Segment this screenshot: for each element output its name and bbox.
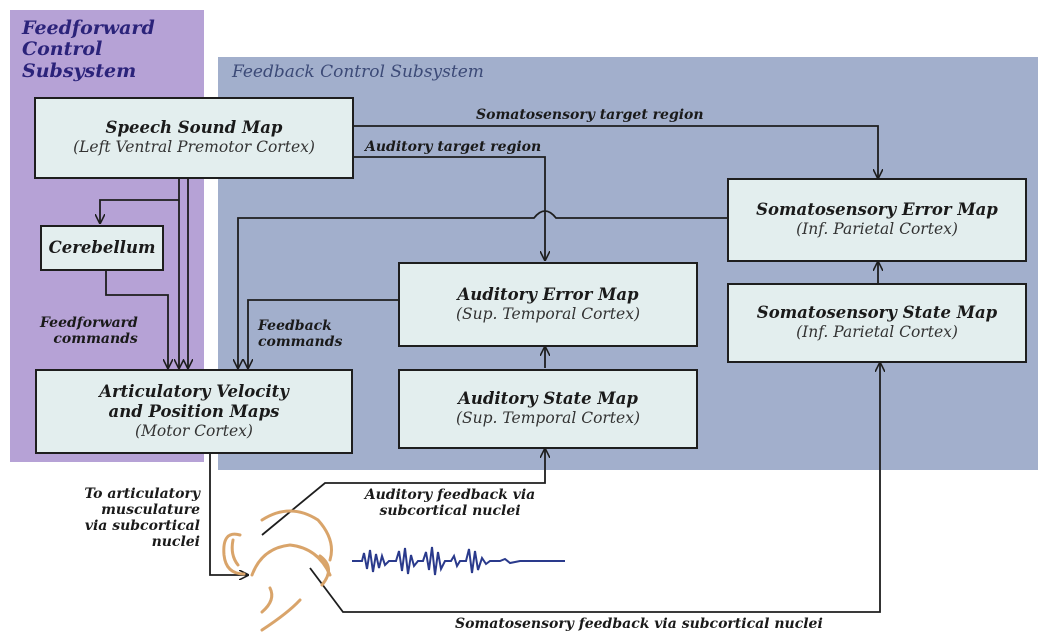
to-articulatory-line: musculature — [101, 502, 200, 519]
feedback-commands-line: Feedback — [258, 318, 332, 334]
auditory-feedback-arrow — [261, 449, 545, 536]
auditory-error-map-box: Auditory Error Map (Sup. Temporal Cortex… — [398, 262, 698, 347]
articulatory-maps-title-line: Articulatory Velocity — [99, 382, 289, 402]
auditory-state-map-title: Auditory State Map — [458, 389, 638, 409]
cerebellum-title: Cerebellum — [48, 238, 156, 258]
speech-sound-map-box: Speech Sound Map (Left Ventral Premotor … — [34, 97, 354, 179]
articulatory-maps-subtitle: (Motor Cortex) — [135, 421, 253, 440]
speaker-head-illustration — [222, 509, 333, 632]
articulatory-maps-title-line: and Position Maps — [108, 401, 280, 421]
feedforward-commands-line: Feedforward — [40, 315, 138, 331]
speech-sound-map-title: Speech Sound Map — [105, 118, 283, 138]
somatosensory-target-arrow — [352, 125, 878, 178]
auditory-feedback-line: subcortical nuclei — [379, 503, 521, 520]
auditory-target-arrow — [352, 156, 545, 260]
somatosensory-target-label: Somatosensory target region — [476, 107, 704, 123]
to-articulatory-line: To articulatory — [84, 486, 200, 502]
feedforward-title-line: Subsystem — [22, 59, 137, 82]
somatosensory-feedback-label: Somatosensory feedback via subcortical n… — [455, 616, 823, 632]
auditory-error-map-subtitle: (Sup. Temporal Cortex) — [455, 304, 640, 323]
sound-waveform — [352, 546, 565, 576]
articulatory-maps-box: Articulatory Velocity and Position Maps … — [35, 369, 353, 454]
somatosensory-state-map-box: Somatosensory State Map (Inf. Parietal C… — [727, 283, 1027, 363]
auditory-error-feedback-arrow — [248, 299, 398, 368]
somatosensory-feedback-arrow — [309, 363, 880, 613]
auditory-state-map-subtitle: (Sup. Temporal Cortex) — [455, 409, 640, 428]
to-articulatory-label: To articulatory musculature via subcorti… — [52, 486, 200, 550]
somatosensory-error-map-box: Somatosensory Error Map (Inf. Parietal C… — [727, 178, 1027, 262]
to-articulatory-line: nuclei — [151, 534, 200, 551]
feedback-subsystem-title: Feedback Control Subsystem — [232, 62, 484, 82]
somatosensory-state-map-title: Somatosensory State Map — [756, 303, 998, 323]
somatosensory-error-map-subtitle: (Inf. Parietal Cortex) — [796, 220, 958, 239]
cerebellum-box: Cerebellum — [40, 225, 164, 271]
auditory-feedback-line: Auditory feedback via — [364, 487, 536, 503]
to-articulatory-line: via subcortical — [84, 518, 200, 535]
feedforward-subsystem-title: Feedforward Control Subsystem — [22, 17, 155, 82]
ssm-to-cerebellum-arrow — [100, 199, 179, 223]
somatosensory-state-map-subtitle: (Inf. Parietal Cortex) — [796, 323, 958, 342]
motor-output-arrow — [209, 450, 248, 575]
auditory-feedback-label: Auditory feedback via subcortical nuclei — [340, 487, 560, 519]
feedforward-title-line: Feedforward — [22, 17, 155, 39]
feedforward-title-line: Control — [22, 38, 103, 61]
auditory-error-map-title: Auditory Error Map — [457, 284, 639, 304]
feedback-commands-line: commands — [258, 334, 343, 351]
speech-sound-map-subtitle: (Left Ventral Premotor Cortex) — [73, 138, 315, 157]
somatosensory-error-map-title: Somatosensory Error Map — [756, 200, 998, 220]
somatosensory-error-feedback-arrow — [238, 210, 727, 368]
feedback-commands-label: Feedback commands — [258, 318, 342, 350]
auditory-state-map-box: Auditory State Map (Sup. Temporal Cortex… — [398, 369, 698, 449]
feedforward-commands-label: Feedforward commands — [40, 315, 138, 347]
cerebellum-to-articulatory-arrow — [105, 270, 168, 368]
auditory-target-label: Auditory target region — [365, 139, 542, 155]
feedforward-commands-line: commands — [53, 331, 138, 348]
